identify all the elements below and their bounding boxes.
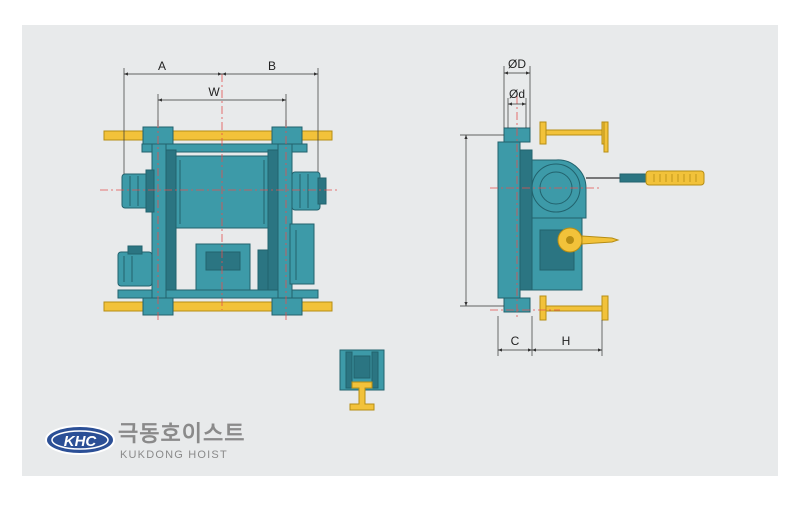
hook-pointer	[581, 235, 620, 245]
frame-top-plate	[141, 143, 308, 153]
wheel-bottom-right	[271, 297, 303, 316]
frame-left-side	[151, 143, 167, 299]
hoist-motor-right	[291, 171, 321, 211]
bottom-rail	[103, 301, 333, 312]
side-bottom-beam-web	[541, 305, 607, 312]
dim-label-a: A	[158, 59, 166, 73]
dim-label-inner-diameter: Ød	[509, 87, 525, 101]
gearbox	[289, 223, 315, 285]
travel-motor	[117, 251, 153, 287]
side-view: ØD Ød C H	[460, 57, 705, 356]
brand-name-korean: 극동호이스트	[118, 421, 245, 446]
frame-right-side-2	[267, 149, 279, 291]
front-view: A B W	[100, 59, 338, 320]
side-top-beam-web	[541, 129, 607, 136]
dim-label-c: C	[511, 334, 520, 348]
dim-label-outer-diameter: ØD	[508, 57, 526, 71]
dim-label-w: W	[208, 85, 220, 99]
detail-view	[339, 349, 385, 411]
top-rail	[103, 130, 333, 141]
logo-text: KHC	[64, 433, 98, 450]
drawing-panel	[22, 25, 778, 476]
dim-label-h: H	[562, 334, 571, 348]
frame-left-side-2	[165, 149, 177, 291]
brand-logo: KHC 극동호이스트 KUKDONG HOIST	[45, 421, 245, 461]
pendant-controller	[645, 170, 705, 186]
detail-i-beam	[349, 381, 375, 411]
dim-label-b: B	[268, 59, 276, 73]
brand-name-english: KUKDONG HOIST	[120, 449, 228, 461]
wheel-top-right	[271, 126, 303, 145]
